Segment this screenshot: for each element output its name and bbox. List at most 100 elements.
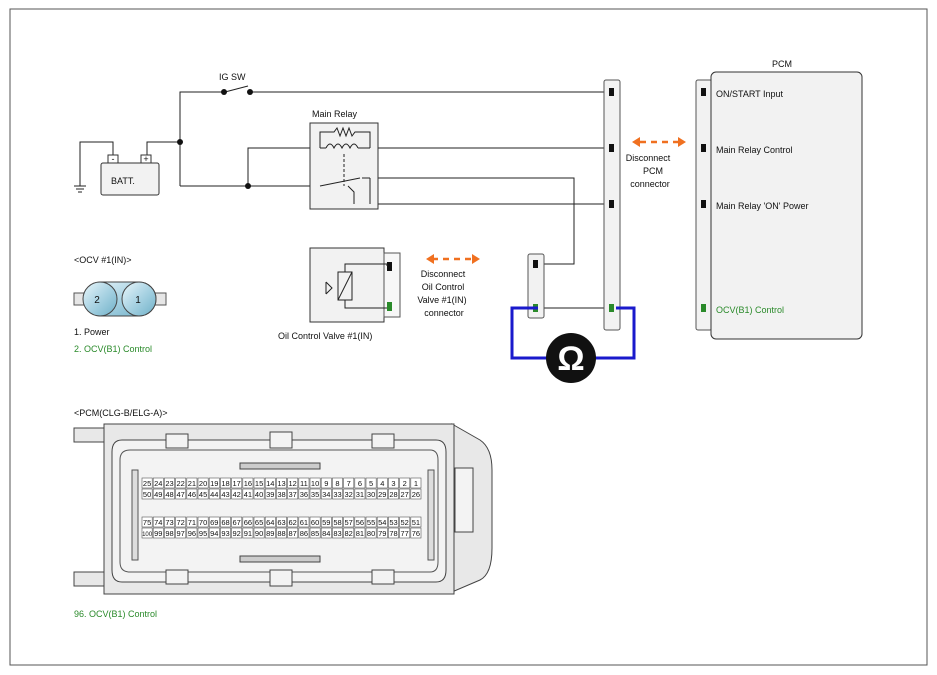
pcm-pin-number: 34 (322, 490, 330, 499)
pcm-pin-cell (264, 516, 276, 528)
pcm-pin-cell (410, 516, 422, 528)
ocv-disconnect-line-3: Valve #1(IN) (417, 295, 466, 305)
ocv-disconnect-line-4: connector (424, 308, 464, 318)
pcm-pin-number: 16 (244, 479, 252, 488)
pcm-pin-cell (175, 477, 187, 489)
pcm-pin-number: 1 (414, 479, 418, 488)
pcm-pin-number: 70 (199, 518, 207, 527)
pcm-pin-number: 44 (210, 490, 218, 499)
pcm-pin-number: 6 (358, 479, 362, 488)
main-relay-label: Main Relay (312, 109, 358, 119)
pcm-pin-number: 38 (277, 490, 285, 499)
pcm-pin-cell (388, 516, 399, 528)
pcm-pin-number: 92 (233, 529, 241, 538)
pcm-pin-cell (354, 527, 366, 539)
pcm-pin-cell (298, 477, 310, 489)
pcm-pin-cell (309, 488, 321, 500)
pcm-pin-cell (197, 527, 209, 539)
pcm-pin-number: 15 (255, 479, 263, 488)
pcm-pin-cell (410, 477, 422, 489)
pcm-pin-number: 21 (188, 479, 196, 488)
pcm-pin-number: 22 (177, 479, 185, 488)
ocv-connector-title: <OCV #1(IN)> (74, 255, 132, 265)
pcm-pin-cell (309, 527, 321, 539)
pcm-pin-cell (208, 527, 220, 539)
pcm-pin-cell (298, 527, 310, 539)
pcm-pin-cell (264, 477, 276, 489)
pcm-pin-cell (152, 527, 164, 539)
pcm-pin-number: 20 (199, 479, 207, 488)
pcm-pin-number: 36 (300, 490, 308, 499)
pcm-pin-number: 40 (255, 490, 263, 499)
pcm-pin-cell (253, 488, 265, 500)
pcm-disconnect-line-3: connector (630, 179, 670, 189)
pcm-pin-cell (276, 488, 287, 500)
pcm-pin-number: 64 (266, 518, 274, 527)
pcm-pin-number: 42 (233, 490, 241, 499)
ocv-disconnect-arrow-icon (426, 254, 480, 264)
pcm-pin-cell (320, 477, 332, 489)
pcm-pin-cell (376, 516, 388, 528)
pcm-pin-number: 37 (289, 490, 297, 499)
pcm-pin-cell (320, 516, 332, 528)
pcm-pin-cell (208, 516, 220, 528)
pcm-pin-cell (332, 477, 343, 489)
pcm-pin-cell (220, 516, 231, 528)
pcm-pin-number: 76 (412, 529, 420, 538)
pcm-pin-number: 26 (412, 490, 420, 499)
pcm-pin-number: 98 (165, 529, 173, 538)
pcm-pin-number: 94 (210, 529, 218, 538)
pcm-pin-cell (231, 527, 243, 539)
pcm-pin-cell (365, 527, 377, 539)
pcm-pin-number: 55 (367, 518, 375, 527)
pcm-pin-cell (309, 477, 321, 489)
pcm-pin-cell (242, 516, 254, 528)
pcm-pin-cell (320, 527, 332, 539)
pcm-pin-number: 73 (165, 518, 173, 527)
ocv-disconnect-text: Disconnect Oil Control Valve #1(IN) conn… (417, 269, 466, 318)
pcm-pin-number: 89 (266, 529, 274, 538)
pcm-connector-note: 96. OCV(B1) Control (74, 609, 157, 619)
ocv-disconnect-line-1: Disconnect (421, 269, 466, 279)
pcm-pin-number: 86 (300, 529, 308, 538)
battery: - + BATT. (100, 154, 160, 196)
pcm-pin-ocv-control: OCV(B1) Control (716, 305, 784, 315)
ocv-pin-2: 2 (94, 295, 100, 306)
ohm-symbol: Ω (557, 340, 584, 378)
pcm-pin-number: 18 (221, 479, 229, 488)
pcm-pin-cell (343, 488, 355, 500)
main-relay: Main Relay (309, 109, 379, 210)
pcm-pin-number: 52 (401, 518, 409, 527)
pcm-pin-number: 9 (324, 479, 328, 488)
pcm-pin-number: 27 (401, 490, 409, 499)
pcm-pin-cell (332, 516, 343, 528)
pcm-pin-number: 54 (378, 518, 386, 527)
pcm-pin-number: 84 (322, 529, 330, 538)
pcm-pin-cell (208, 477, 220, 489)
pcm-pin-cell (388, 477, 399, 489)
pcm-pin-cell (399, 488, 411, 500)
pcm-pin-number: 75 (143, 518, 151, 527)
pcm-pin-cell (197, 477, 209, 489)
pcm-pin-number: 48 (165, 490, 173, 499)
pcm-pin-cell (332, 527, 343, 539)
pcm-pin-number: 77 (401, 529, 409, 538)
pcm-pin-number: 74 (154, 518, 162, 527)
battery-minus: - (112, 154, 115, 164)
pcm-pin-cell (141, 527, 153, 539)
pcm-pin-cell (175, 516, 187, 528)
battery-label: BATT. (111, 176, 135, 186)
pcm-pin-number: 35 (311, 490, 319, 499)
pcm-pin-cell (276, 527, 287, 539)
battery-plus: + (143, 154, 148, 164)
pcm-pin-number: 8 (335, 479, 339, 488)
pcm-disconnect-text: Disconnect PCM connector (626, 153, 671, 189)
pcm-pin-cell (276, 516, 287, 528)
pcm-pin-number: 59 (322, 518, 330, 527)
pcm-pin-number: 85 (311, 529, 319, 538)
pcm-pin-number: 51 (412, 518, 420, 527)
pcm-pin-number: 80 (367, 529, 375, 538)
pcm-pin-cell (141, 488, 153, 500)
ocv-disconnect-line-2: Oil Control (422, 282, 465, 292)
